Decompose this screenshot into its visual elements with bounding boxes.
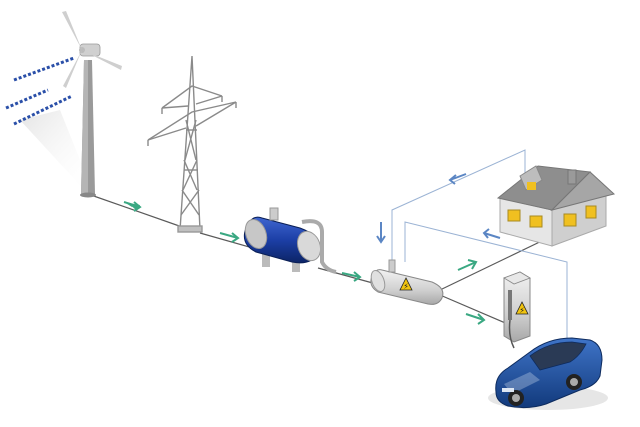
dispenser-warning-icon (515, 301, 529, 315)
heat-return-lines (391, 149, 568, 340)
flow-arrow-green (123, 201, 142, 212)
flow-arrow-blue (482, 228, 501, 239)
turbine-shadow (20, 110, 92, 194)
fuel-dispenser-icon: ⚡ (503, 271, 531, 349)
car-icon (488, 337, 608, 410)
svg-text:⚡: ⚡ (403, 282, 409, 291)
warning-icon (399, 277, 413, 291)
flow-arrows (123, 173, 501, 325)
flow-arrow-green (465, 313, 486, 325)
house-icon (496, 165, 616, 247)
wind-icon (5, 56, 75, 126)
flow-arrow-blue (448, 173, 467, 185)
transmission-tower-icon (147, 55, 237, 233)
flow-arrow-green (341, 271, 362, 282)
storage-tank-icon: ⚡ (370, 259, 444, 305)
flow-arrow-blue (376, 222, 386, 244)
ground-connection-lines (87, 193, 551, 326)
blue-tank-icon (243, 207, 337, 274)
flow-arrow-green (457, 259, 478, 271)
flow-arrow-green (219, 232, 240, 243)
svg-text:⚡: ⚡ (519, 306, 525, 315)
wind-turbine-icon (62, 11, 122, 198)
